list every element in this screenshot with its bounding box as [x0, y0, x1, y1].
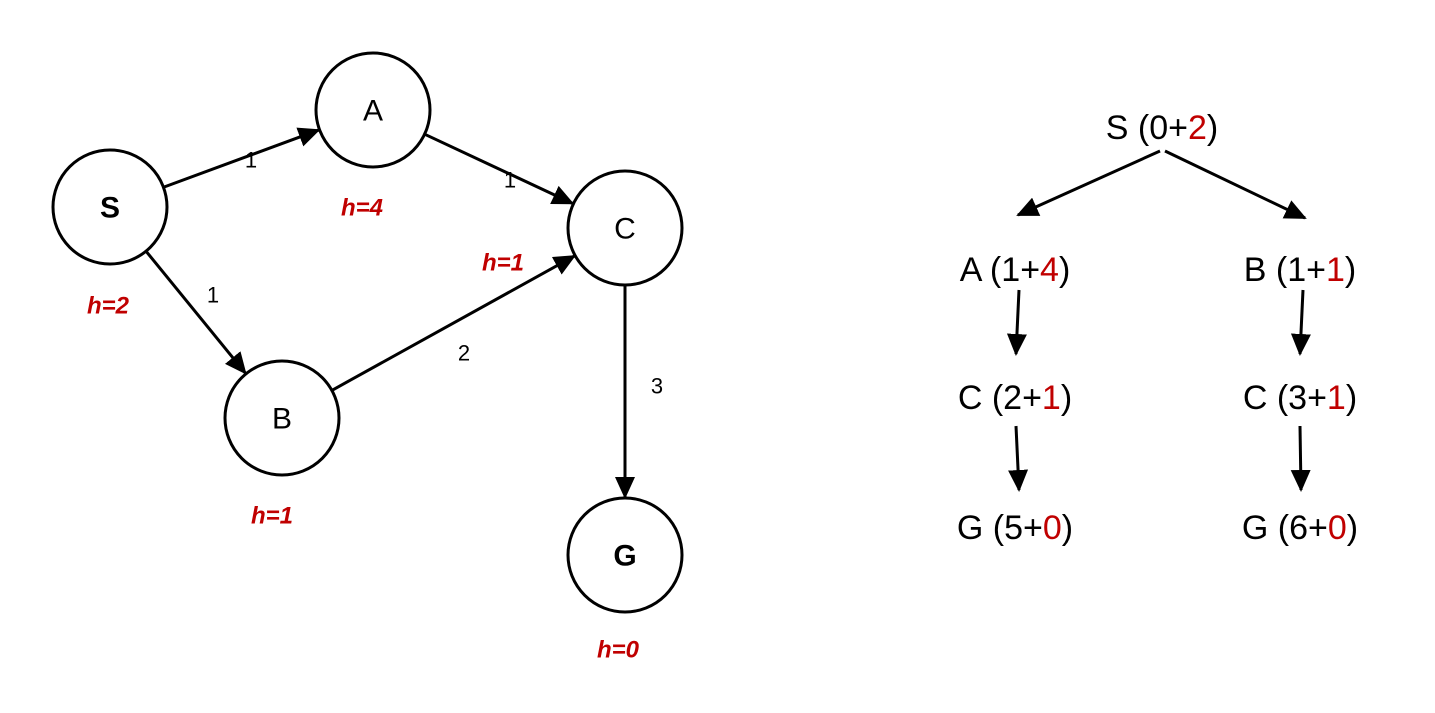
node-label: G: [613, 540, 636, 573]
tree-edge-cb-gb: [1290, 425, 1311, 492]
tree-node-gb: G (6+0): [1242, 509, 1358, 547]
tree-label-part: ): [1059, 251, 1070, 289]
graph-edges: [144, 127, 635, 499]
tree-label-part: +: [1022, 379, 1042, 417]
node-label: B: [272, 403, 292, 436]
tree-label-part: ): [1345, 251, 1356, 289]
tree-label-part: ): [1346, 379, 1357, 417]
tree-label-part: ): [1062, 509, 1073, 547]
tree-edge-b-cb: [1290, 289, 1311, 356]
tree-g-cost: 1: [1287, 251, 1306, 289]
tree-label-part: S (: [1106, 109, 1150, 147]
tree-label-part: A (: [960, 251, 1002, 289]
edge-weight-b-c: 2: [458, 341, 470, 366]
tree-label-part: G (: [957, 509, 1005, 547]
search-tree-edges: [1006, 149, 1311, 492]
graph-node-s: S: [51, 148, 169, 266]
tree-label-part: ): [1347, 509, 1358, 547]
tree-label-part: +: [1306, 251, 1326, 289]
tree-label-part: ): [1207, 109, 1218, 147]
tree-node-cb: C (3+1): [1243, 379, 1357, 417]
graph-edge-weights: 1 1 1 2 3: [207, 148, 663, 399]
graph-node-g: G: [566, 496, 684, 614]
node-circle: [223, 359, 341, 477]
tree-label-part: B (: [1244, 251, 1288, 289]
edge-b-c: [331, 254, 577, 392]
tree-h-cost: 1: [1326, 251, 1345, 289]
edge-weight-s-a: 1: [245, 148, 257, 173]
node-circle: [566, 496, 684, 614]
tree-h-cost: 1: [1042, 379, 1061, 417]
edge-weight-a-c: 1: [504, 168, 516, 193]
edge-weight-c-g: 3: [651, 374, 663, 399]
tree-h-cost: 0: [1043, 509, 1062, 547]
tree-g-cost: 6: [1289, 509, 1308, 547]
tree-label-part: +: [1308, 509, 1328, 547]
tree-h-cost: 2: [1188, 109, 1207, 147]
tree-label-part: +: [1020, 251, 1040, 289]
search-tree: S (0+2)A (1+4)B (1+1)C (2+1)C (3+1)G (5+…: [957, 109, 1358, 547]
graph-node-a: A: [314, 51, 432, 169]
tree-edge-s-a: [1016, 149, 1161, 217]
heuristic-label-c: h=1: [482, 250, 524, 277]
heuristic-label-a: h=4: [341, 195, 383, 222]
tree-label-part: +: [1307, 379, 1327, 417]
heuristic-label-s: h=2: [87, 293, 130, 320]
tree-label-part: C (: [1243, 379, 1289, 417]
tree-g-cost: 0: [1149, 109, 1168, 147]
tree-node-ca: C (2+1): [958, 379, 1072, 417]
heuristic-label-g: h=0: [597, 637, 640, 664]
tree-label-part: G (: [1242, 509, 1290, 547]
search-tree-nodes: S (0+2)A (1+4)B (1+1)C (2+1)C (3+1)G (5+…: [957, 109, 1358, 547]
edge-a-c: [423, 132, 575, 205]
tree-label-part: +: [1023, 509, 1043, 547]
node-circle: [566, 169, 684, 287]
tree-label-part: ): [1061, 379, 1072, 417]
node-label: S: [100, 192, 120, 225]
tree-label-part: +: [1168, 109, 1188, 147]
tree-g-cost: 1: [1001, 251, 1020, 289]
edge-s-b: [144, 250, 247, 375]
graph-heuristics: h=2 h=4 h=1 h=1 h=0: [87, 195, 640, 664]
edge-s-a: [162, 127, 321, 189]
node-circle: [51, 148, 169, 266]
edge-weight-s-b: 1: [207, 283, 219, 308]
weighted-graph: 1 1 1 2 3 S A B C G h=2 h=4 h=1 h=1 h=0: [51, 51, 684, 664]
tree-edge-s-b: [1164, 149, 1307, 220]
graph-nodes: S A B C G: [51, 51, 684, 614]
tree-edge-ca-ga: [1008, 425, 1029, 492]
graph-node-c: C: [566, 169, 684, 287]
tree-h-cost: 0: [1328, 509, 1347, 547]
tree-g-cost: 3: [1288, 379, 1307, 417]
tree-h-cost: 4: [1040, 251, 1059, 289]
tree-g-cost: 5: [1004, 509, 1023, 547]
tree-node-s: S (0+2): [1106, 109, 1218, 147]
tree-node-b: B (1+1): [1244, 251, 1356, 289]
tree-edge-a-ca: [1006, 289, 1027, 356]
tree-g-cost: 2: [1003, 379, 1022, 417]
heuristic-label-b: h=1: [251, 503, 293, 530]
graph-node-b: B: [223, 359, 341, 477]
node-label: C: [614, 213, 636, 246]
tree-node-ga: G (5+0): [957, 509, 1073, 547]
node-label: A: [363, 95, 383, 128]
node-circle: [314, 51, 432, 169]
tree-h-cost: 1: [1327, 379, 1346, 417]
tree-node-a: A (1+4): [960, 251, 1071, 289]
tree-label-part: C (: [958, 379, 1004, 417]
